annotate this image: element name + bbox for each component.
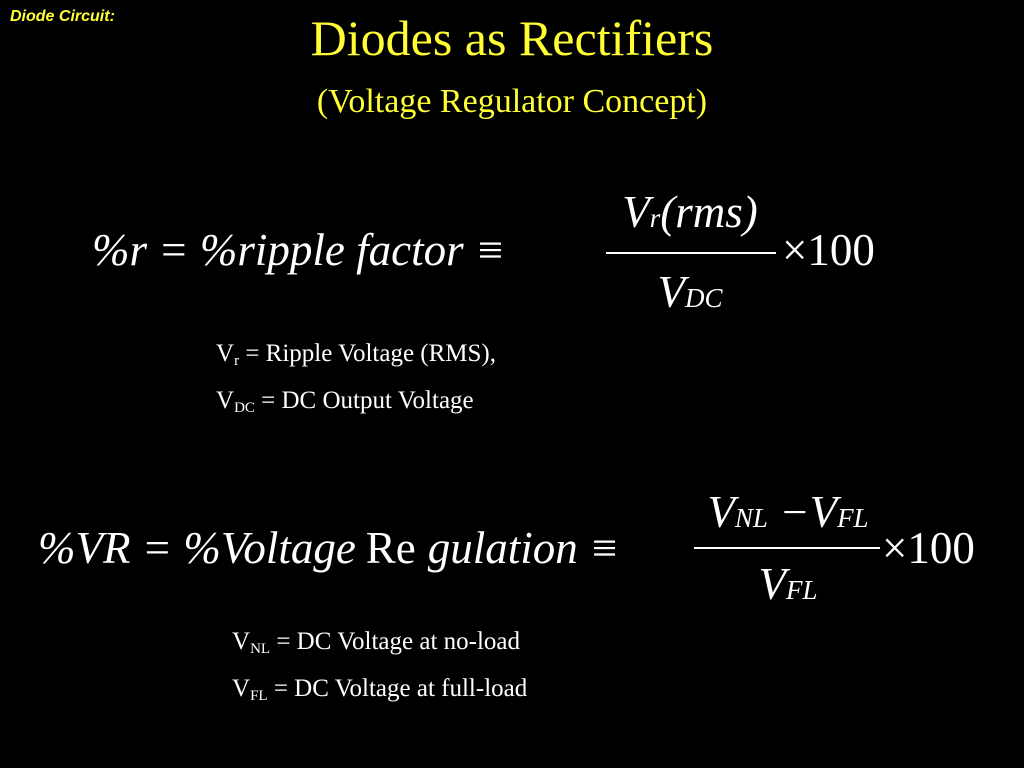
regulation-fraction-bar [694, 547, 880, 549]
ripple-numerator-sub: r [649, 203, 661, 233]
regulation-multiplier: ×100 [882, 523, 975, 573]
slide-subtitle: (Voltage Regulator Concept) [316, 83, 708, 120]
regulation-note-vfl: VFL = DC Voltage at full-load [232, 675, 528, 704]
ripple-denominator: VDC [600, 270, 780, 315]
ripple-note-vr: Vr = Ripple Voltage (RMS), [216, 340, 496, 369]
section-label: Diode Circuit: [10, 8, 115, 25]
ripple-numerator-v: V [622, 187, 650, 237]
regulation-numerator: VNL −VFL [707, 487, 869, 537]
ripple-fraction-bar [606, 252, 776, 254]
regulation-denominator: VFL [758, 559, 818, 609]
ripple-denominator-sub: DC [684, 283, 723, 313]
ripple-notes: Vr = Ripple Voltage (RMS), VDC = DC Outp… [216, 334, 496, 428]
slide-title: Diodes as Rectifiers [310, 10, 714, 66]
ripple-equation-lhs: %r = %ripple factor ≡ [92, 225, 506, 275]
ripple-denominator-v: V [657, 267, 685, 317]
regulation-notes: VNL = DC Voltage at no-load VFL = DC Vol… [232, 622, 527, 716]
regulation-note-vnl: VNL = DC Voltage at no-load [232, 628, 521, 657]
ripple-multiplier: ×100 [782, 225, 875, 275]
ripple-numerator: Vr(rms) [600, 190, 780, 235]
ripple-numerator-rms: (rms) [660, 187, 758, 237]
ripple-note-vdc: VDC = DC Output Voltage [216, 387, 474, 416]
